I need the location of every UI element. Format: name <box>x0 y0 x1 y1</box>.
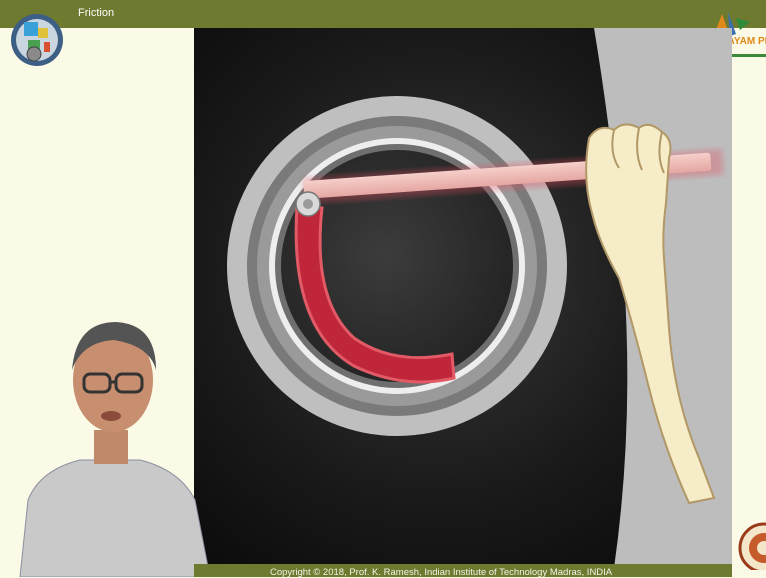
presenter-image <box>10 310 210 577</box>
copyright-text: Copyright © 2018, Prof. K. Ramesh, India… <box>270 567 612 578</box>
demo-video-frame <box>194 28 732 568</box>
nptel-logo-icon <box>10 10 64 70</box>
page-title: Friction <box>78 7 114 19</box>
header-bar <box>0 0 766 28</box>
iit-madras-seal-icon <box>734 522 766 570</box>
